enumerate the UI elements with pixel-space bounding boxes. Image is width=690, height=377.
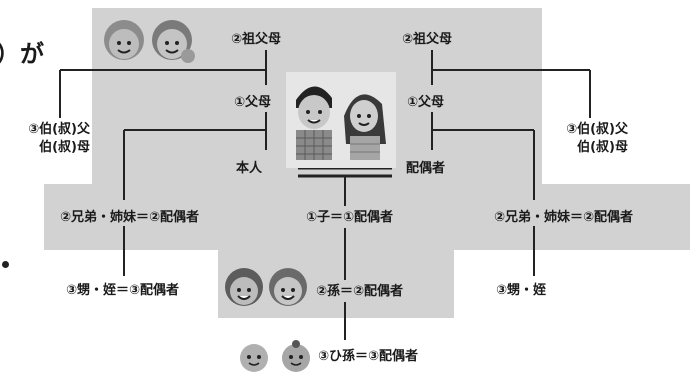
couple-illustration-icon (286, 72, 396, 168)
background-panel-middle (44, 184, 690, 250)
label-grandchildren: ②孫＝②配偶者 (316, 284, 404, 299)
label-grandparents-spouse: ②祖父母 (402, 32, 453, 47)
label-siblings-left: ②兄弟・姉妹＝②配偶者 (60, 210, 200, 225)
label-uncle-aunt-left-2: 伯(叔)母 (39, 140, 90, 155)
bullet-dot (2, 261, 9, 268)
label-nephew-niece-left: ③甥・姪＝③配偶者 (66, 283, 180, 298)
label-uncle-aunt-right-2: 伯(叔)母 (577, 140, 628, 155)
label-uncle-aunt-left-1: ③伯(叔)父 (28, 122, 90, 137)
label-spouse: 配偶者 (406, 161, 446, 176)
text-fragment: ）が (0, 40, 44, 68)
label-children: ①子＝①配偶者 (306, 210, 394, 225)
label-uncle-aunt-right-1: ③伯(叔)父 (566, 122, 628, 137)
babies-icon (240, 340, 310, 372)
label-great-grandchildren: ③ひ孫＝③配偶者 (318, 349, 419, 364)
children-icon (225, 268, 307, 306)
label-self: 本人 (236, 161, 263, 176)
label-parents-self: ①父母 (234, 95, 272, 110)
label-nephew-niece-right: ③甥・姪 (496, 283, 547, 298)
label-siblings-right: ②兄弟・姉妹＝②配偶者 (494, 210, 634, 225)
label-parents-spouse: ①父母 (407, 95, 445, 110)
label-grandparents-self: ②祖父母 (231, 32, 282, 47)
elderly-couple-icon (104, 20, 195, 63)
